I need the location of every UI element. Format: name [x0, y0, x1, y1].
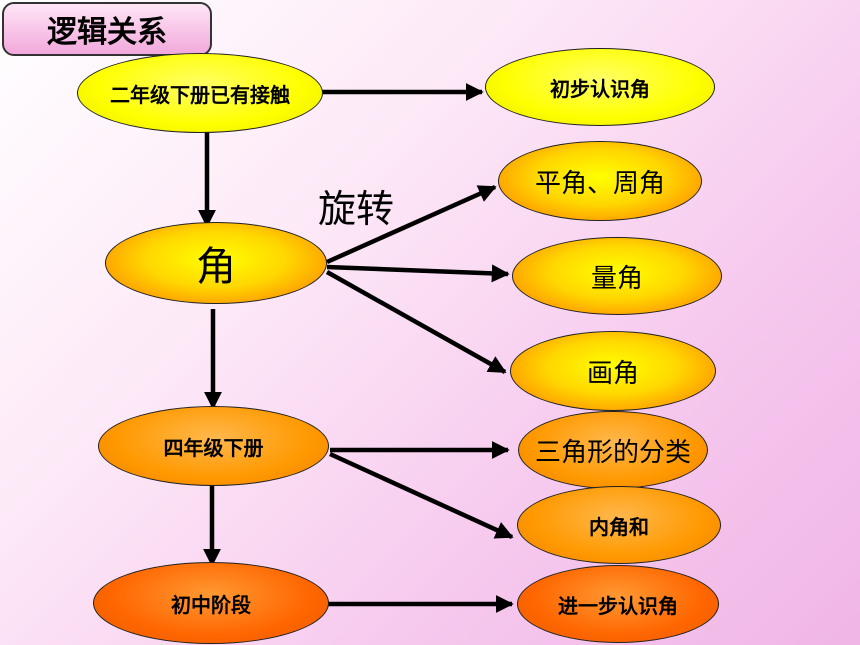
- edge-angle-draw: [325, 270, 507, 374]
- node-angle: 角: [105, 222, 327, 304]
- node-grade2: 二年级下册已有接触: [77, 53, 323, 133]
- title-box: 逻辑关系: [2, 2, 212, 56]
- node-further: 进一步认识角: [517, 565, 719, 643]
- edge-angle-measure: [326, 264, 510, 283]
- title-text: 逻辑关系: [47, 15, 167, 50]
- node-triangle-class: 三角形的分类: [518, 411, 708, 489]
- edge-angle-flat: [326, 184, 497, 265]
- node-first-know: 初步认识角: [485, 48, 715, 126]
- node-junior: 初中阶段: [93, 562, 329, 644]
- node-draw: 画角: [510, 331, 716, 411]
- edge-label-rotate: 旋转: [318, 187, 395, 231]
- node-grade4: 四年级下册: [98, 406, 329, 486]
- node-flat-round: 平角、周角: [498, 141, 702, 221]
- node-inner-sum: 内角和: [517, 486, 721, 564]
- edge-n4-inner: [329, 451, 514, 540]
- node-measure: 量角: [512, 237, 722, 315]
